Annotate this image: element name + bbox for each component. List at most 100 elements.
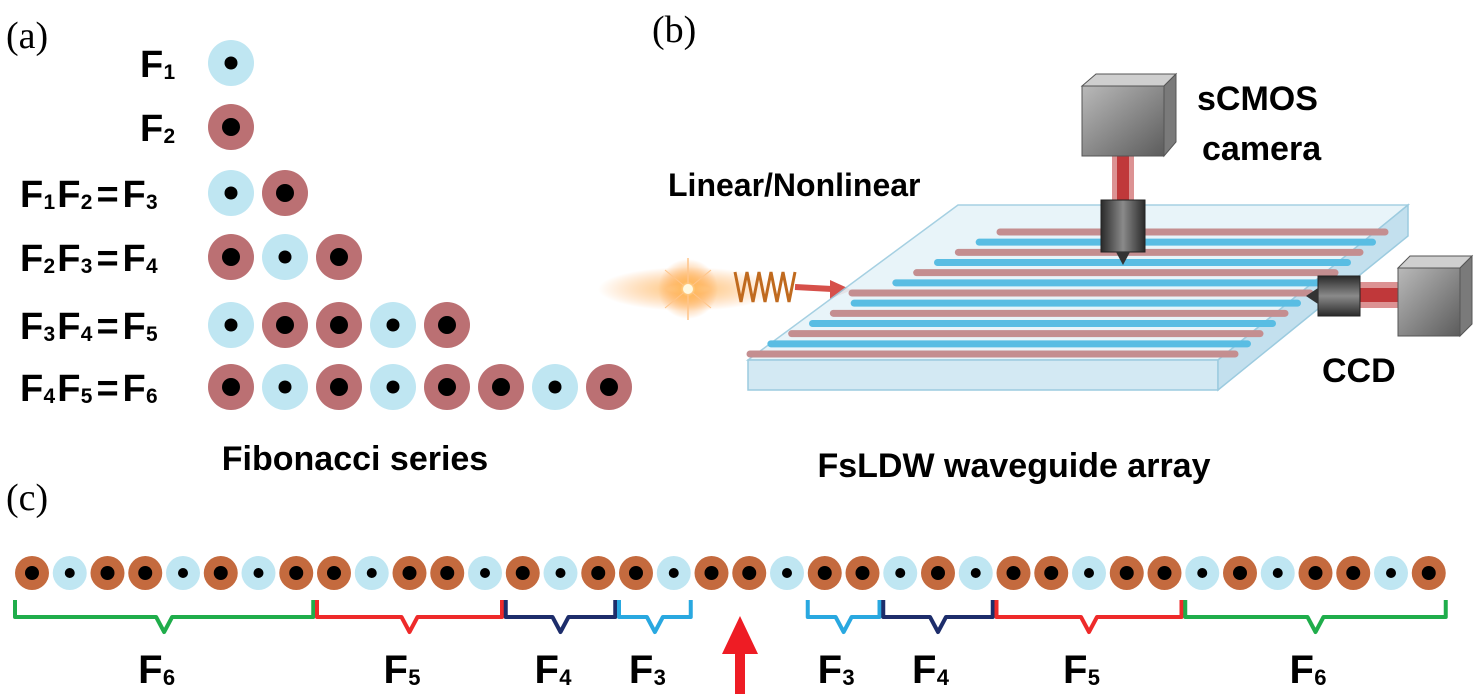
row-term-subscript: 2 — [164, 125, 176, 148]
row-result-subscript: 4 — [146, 255, 158, 278]
waveguide-core-dot — [222, 378, 240, 396]
bracket-label-letter: F — [629, 648, 653, 692]
panel-b: (b) Linear/Nonlinear — [598, 9, 1474, 485]
center-arrow-icon — [722, 616, 758, 694]
waveguide-core-dot — [330, 248, 348, 266]
sequence-core-dot — [25, 566, 39, 580]
row-term-subscript: 4 — [44, 385, 56, 408]
scmos-camera-icon — [1080, 72, 1178, 265]
sequence-core-dot — [1308, 566, 1323, 580]
sequence-core-dot — [480, 568, 490, 578]
sequence-core-dot — [64, 568, 75, 578]
equals-sign: = — [96, 368, 118, 410]
bracket-label-subscript: 6 — [1314, 665, 1326, 690]
bracket-label-letter: F — [384, 648, 408, 692]
row-term-letter: F — [20, 306, 43, 348]
bracket-label-letter: F — [912, 648, 936, 692]
light-source-flare-icon — [598, 258, 778, 320]
bracket-label-subscript: 5 — [408, 665, 420, 690]
sequence-core-dot — [1233, 566, 1247, 580]
ccd-label: CCD — [1322, 352, 1396, 390]
waveguide-core-dot — [600, 378, 618, 396]
sequence-core-dot — [327, 566, 341, 580]
waveguide-caption: FsLDW waveguide array — [817, 447, 1210, 485]
bracket-line — [13, 600, 316, 634]
row-term-letter: F — [57, 368, 80, 410]
waveguide-core-dot — [386, 380, 400, 394]
row-term-letter: F — [20, 368, 43, 410]
sequence-core-dot — [1346, 566, 1361, 580]
sequence-core-dot — [1006, 566, 1021, 580]
sequence-core-dot — [704, 566, 719, 580]
sequence-core-dot — [1044, 566, 1059, 580]
row-term-subscript: 2 — [81, 191, 93, 214]
bracket-line — [315, 600, 504, 634]
bracket-label-subscript: 5 — [1088, 665, 1100, 690]
waveguide-core-dot — [224, 318, 238, 332]
sequence-core-dot — [668, 568, 679, 578]
panel-c-label: (c) — [6, 477, 48, 519]
row-term-letter: F — [140, 108, 163, 150]
sequence-core-dot — [591, 566, 606, 580]
row-result-subscript: 6 — [146, 385, 158, 408]
bracket-label-letter: F — [138, 648, 162, 692]
bracket-label-letter: F — [535, 648, 559, 692]
waveguide-core-dot — [222, 248, 240, 266]
bracket-line — [805, 600, 882, 634]
row-term-subscript: 2 — [44, 255, 56, 278]
waveguide-core-dot — [330, 316, 348, 334]
row-term-subscript: 1 — [44, 191, 56, 214]
sequence-core-dot — [213, 566, 228, 580]
sequence-core-dot — [138, 566, 153, 580]
row-term-subscript: 4 — [81, 323, 93, 346]
panel-b-label: (b) — [652, 9, 696, 51]
light-mode-label: Linear/Nonlinear — [668, 167, 921, 203]
waveguide-core-dot — [330, 378, 348, 396]
sequence-core-dot — [440, 566, 455, 580]
bracket-label-subscript: 4 — [559, 665, 572, 690]
row-term-subscript: 1 — [164, 61, 176, 84]
waveguide-core-dot — [386, 318, 400, 332]
input-beam-arrow-icon — [794, 280, 852, 299]
sequence-core-dot — [629, 566, 643, 580]
row-term-letter: F — [140, 44, 163, 86]
row-term-letter: F — [57, 306, 80, 348]
waveguide-core-dot — [278, 380, 292, 394]
sequence-core-dot — [555, 568, 566, 578]
sequence-core-dot — [178, 568, 188, 578]
bracket-label-subscript: 3 — [842, 665, 854, 690]
row-term-letter: F — [57, 238, 80, 280]
sequence-core-dot — [817, 566, 832, 580]
sequence-core-dot — [1386, 568, 1396, 578]
fibonacci-caption: Fibonacci series — [222, 440, 488, 478]
sequence-core-dot — [970, 568, 981, 578]
waveguide-core-dot — [224, 186, 238, 200]
row-result-letter: F — [122, 306, 145, 348]
bracket-line — [503, 600, 618, 634]
sequence-core-dot — [1272, 568, 1283, 578]
waveguide-core-dot — [224, 56, 238, 70]
bracket-line — [617, 600, 693, 634]
